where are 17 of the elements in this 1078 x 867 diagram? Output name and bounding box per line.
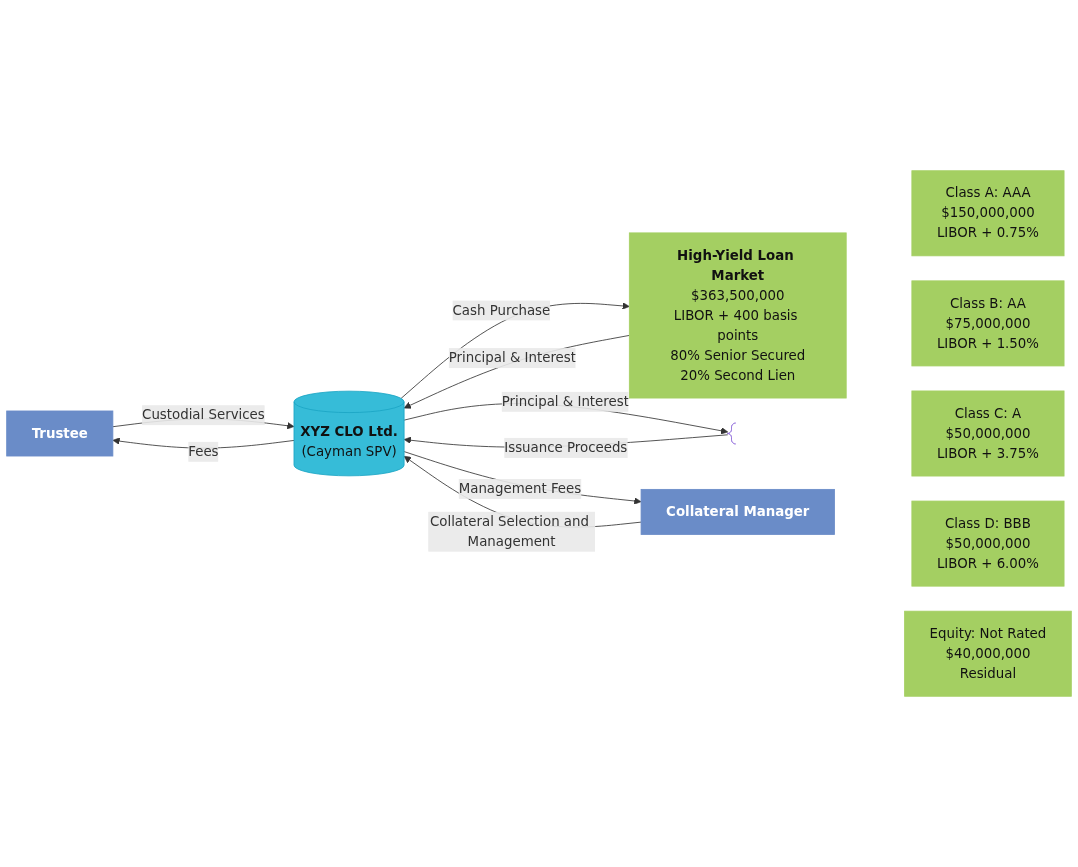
node-box: Class A: AAA $150,000,000 LIBOR + 0.75% — [911, 170, 1065, 257]
edge-label: Custodial Services — [142, 406, 265, 423]
node-brace — [726, 422, 737, 445]
node-box: Equity: Not Rated $40,000,000 Residual — [904, 610, 1072, 697]
edge-label: Fees — [188, 443, 219, 460]
edge-label: Cash Purchase — [452, 302, 551, 319]
node-box: High-Yield Loan Market $363,500,000 LIBOR + 400 basis points 80% Senior Secured 20% Second Lien — [628, 232, 847, 399]
edge-label: Principal & Interest — [501, 393, 629, 410]
edge-label: Collateral Selection and Management — [429, 513, 589, 550]
edge-label: Management Fees — [458, 480, 582, 497]
node-box: Trustee — [6, 410, 114, 457]
edge-label: Issuance Proceeds — [504, 439, 628, 456]
edge-label: Principal & Interest — [448, 349, 576, 366]
node-box: Collateral Manager — [640, 488, 835, 535]
node-box: Class D: BBB $50,000,000 LIBOR + 6.00% — [911, 500, 1065, 587]
node-box: Class C: A $50,000,000 LIBOR + 3.75% — [911, 390, 1065, 477]
node-box: Class B: AA $75,000,000 LIBOR + 1.50% — [911, 280, 1065, 367]
